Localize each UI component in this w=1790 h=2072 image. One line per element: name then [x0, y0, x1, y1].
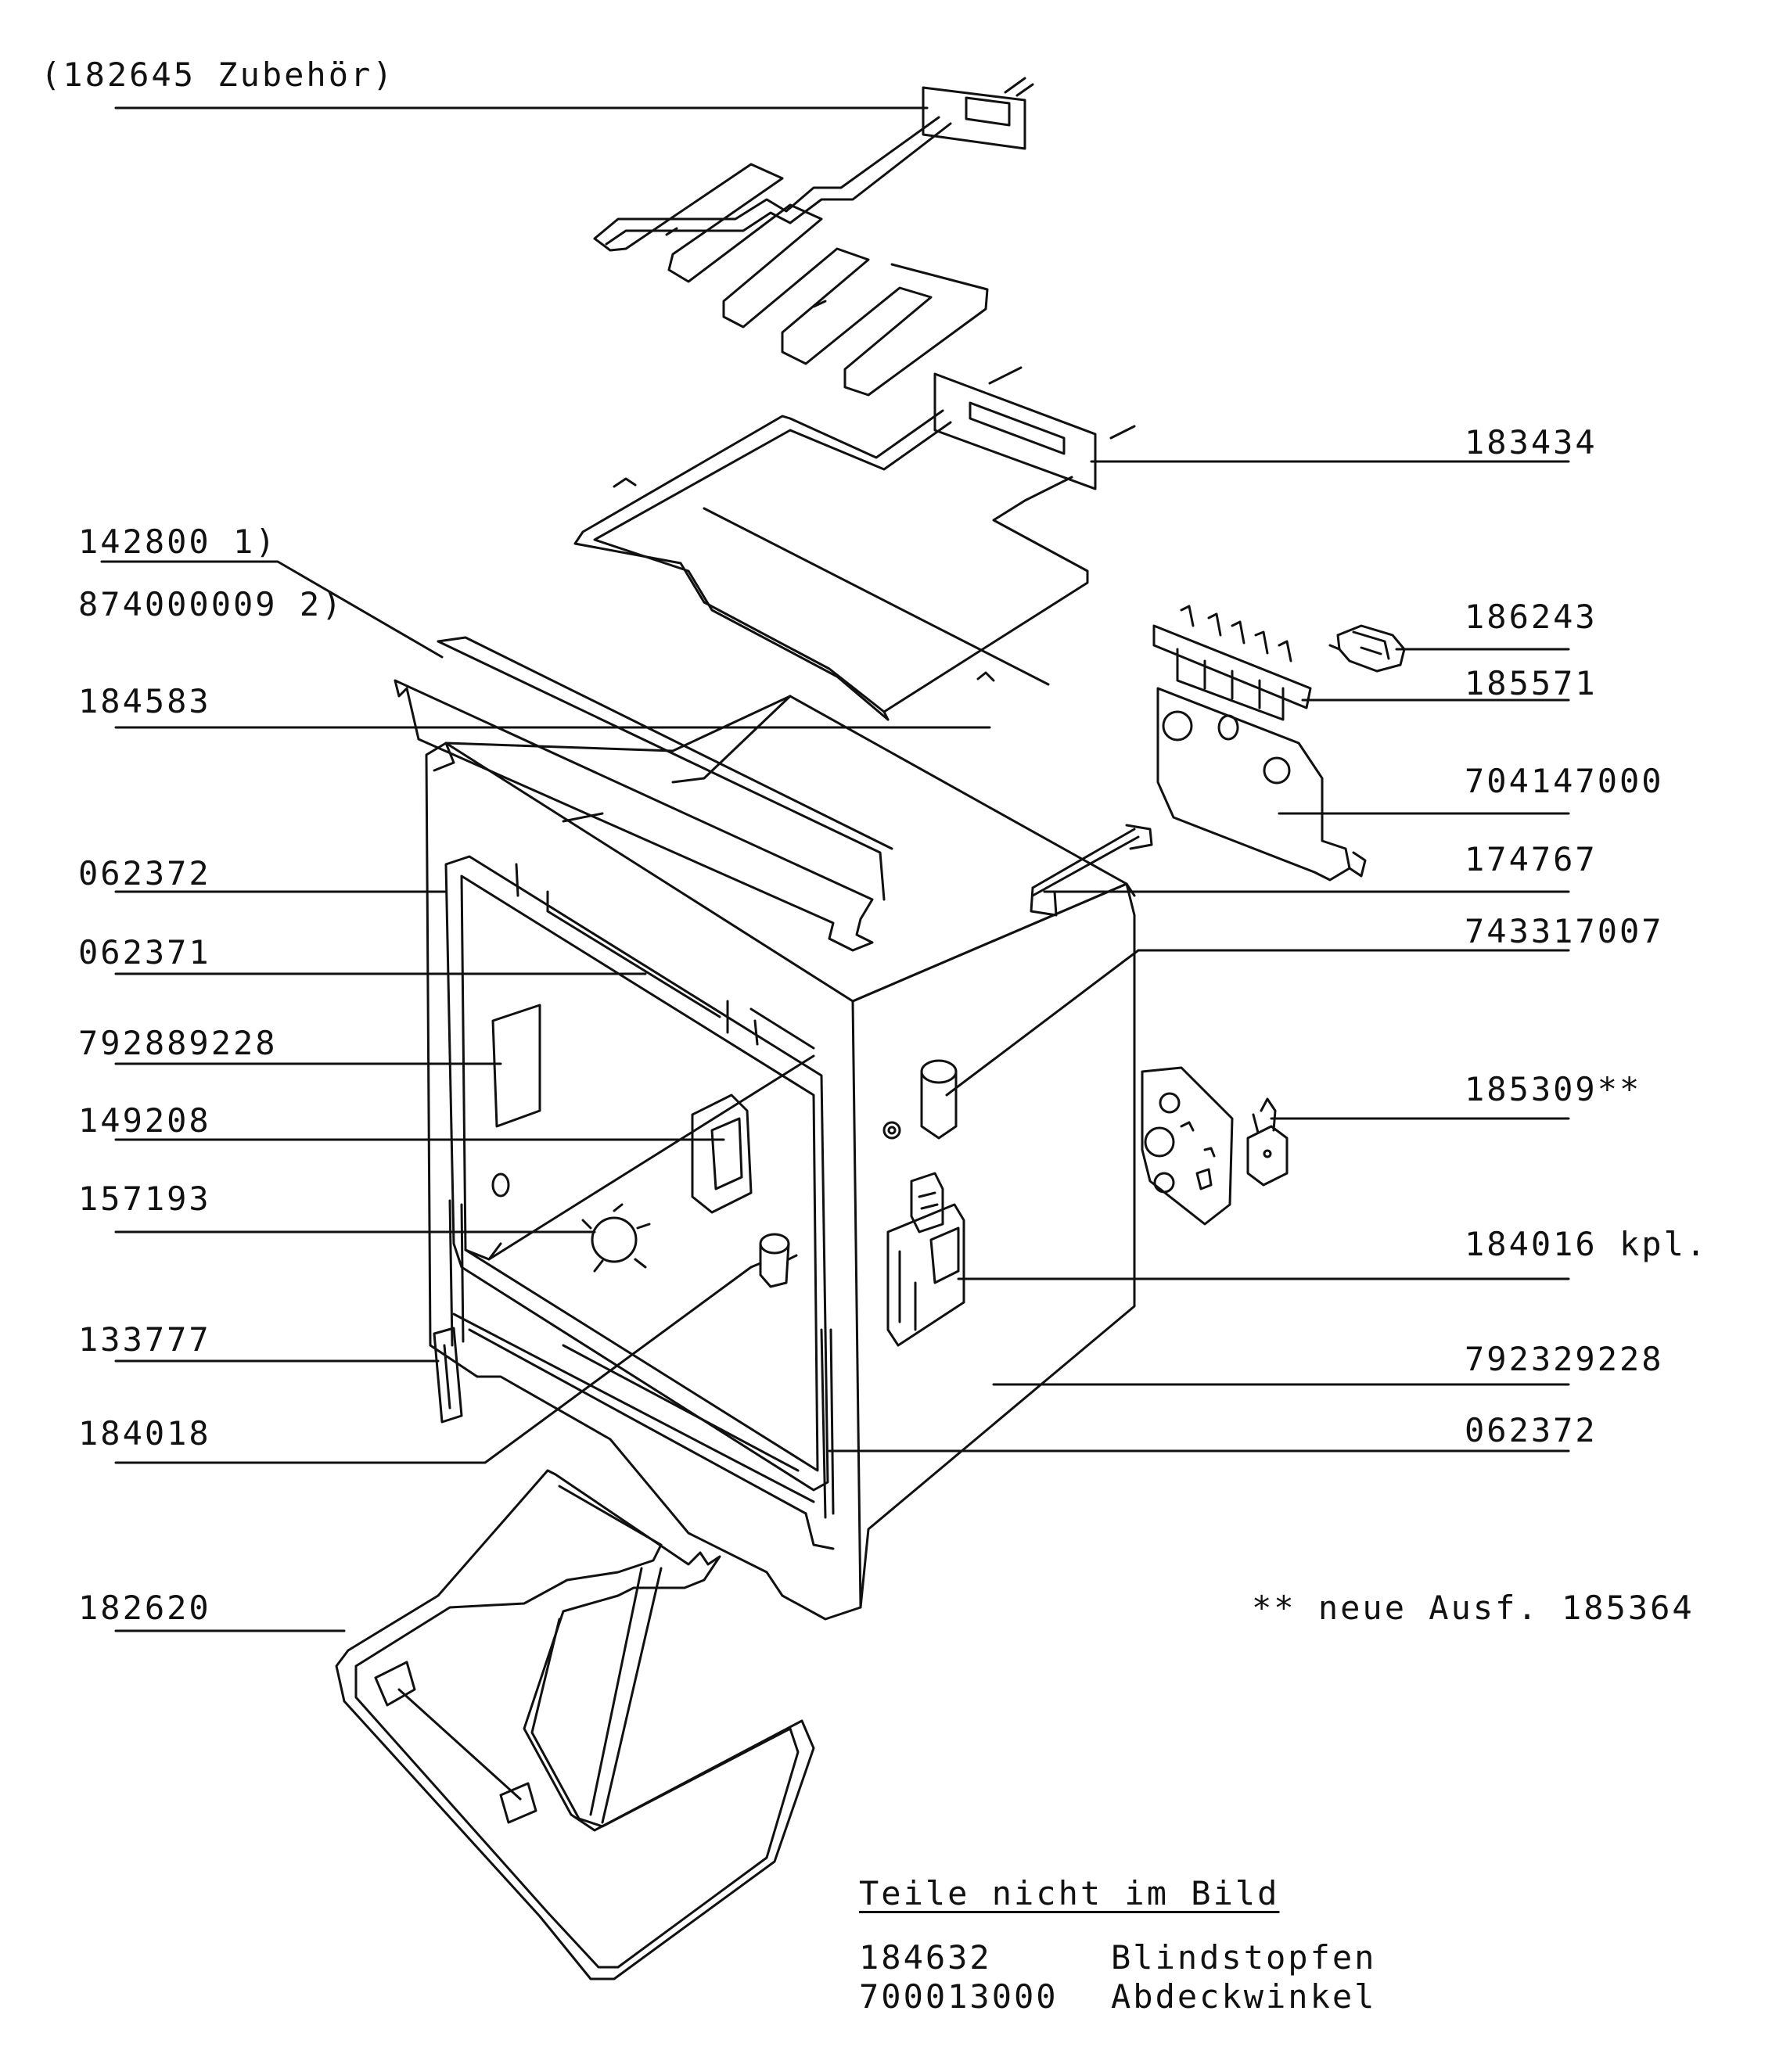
label-149208: 149208 — [78, 1101, 211, 1140]
fan-plate — [581, 1203, 651, 1273]
terminal-plate — [1141, 1066, 1234, 1226]
part-number: 184632 — [859, 1938, 992, 1977]
label-133777: 133777 — [78, 1320, 211, 1359]
part-number: 700013000 — [859, 1977, 1059, 2016]
label-792889228: 792889228 — [78, 1024, 278, 1062]
label-874000009: 874000009 2) — [78, 585, 344, 623]
label-185309: 185309** — [1465, 1070, 1642, 1108]
label-157193: 157193 — [78, 1180, 211, 1218]
label-743317007: 743317007 — [1465, 912, 1664, 950]
upper-heating-element — [573, 366, 1136, 721]
thermostat-clip — [1328, 624, 1406, 673]
top-rail — [394, 636, 893, 952]
lower-heating-element — [335, 1469, 815, 1980]
leader-lines — [100, 106, 1570, 1632]
parts-not-shown-heading: Teile nicht im Bild — [859, 1874, 1280, 1912]
footnote: ** neue Ausf. 185364 — [1252, 1589, 1695, 1627]
label-183434: 183434 — [1465, 423, 1598, 461]
label-142800: 142800 1) — [78, 522, 278, 561]
label-184018: 184018 — [78, 1414, 211, 1453]
oven-housing — [425, 695, 1153, 1621]
label-184583: 184583 — [78, 682, 211, 720]
switch-assembly — [1152, 605, 1367, 882]
door-switch — [886, 1172, 965, 1347]
grill-heating-element — [593, 77, 1034, 397]
part-name: Abdeckwinkel — [1111, 1977, 1377, 2016]
label-accessory: (182645 Zubehör) — [41, 56, 395, 94]
label-704147000: 704147000 — [1465, 762, 1664, 800]
label-062371: 062371 — [78, 933, 211, 971]
label-184016: 184016 kpl. — [1465, 1225, 1709, 1263]
label-792329228: 792329228 — [1465, 1340, 1664, 1378]
label-185571: 185571 — [1465, 664, 1598, 702]
label-062372-front: 062372 — [78, 854, 211, 892]
temperature-sensor — [749, 1233, 798, 1288]
label-174767: 174767 — [1465, 840, 1598, 878]
hinge-bracket — [433, 1327, 463, 1424]
part-name: Blindstopfen — [1111, 1938, 1377, 1977]
oven-lamp — [691, 1093, 753, 1214]
label-182620: 182620 — [78, 1589, 211, 1627]
label-186243: 186243 — [1465, 598, 1598, 636]
label-062372-side: 062372 — [1465, 1411, 1598, 1449]
terminal-block — [1246, 1097, 1289, 1187]
